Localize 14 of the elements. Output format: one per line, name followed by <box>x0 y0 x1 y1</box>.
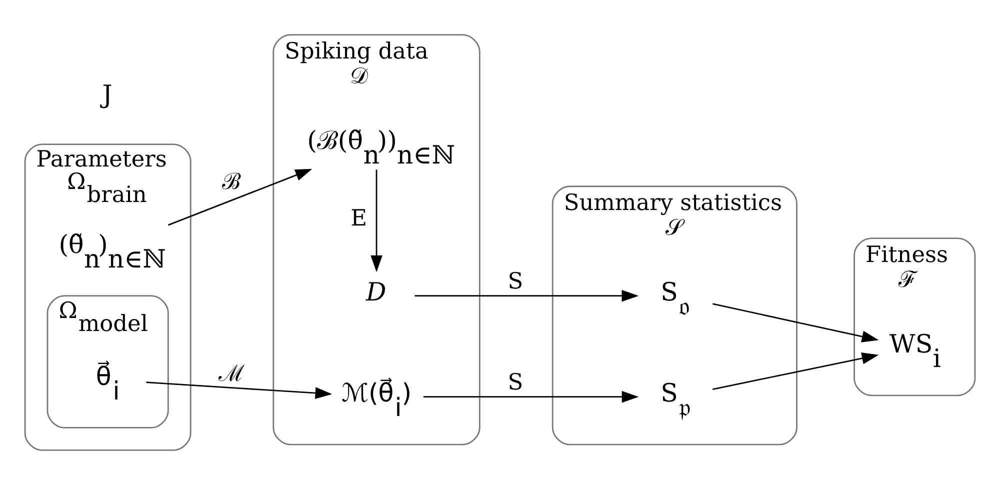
node-text: D <box>366 277 386 306</box>
edge-label: E <box>350 204 367 231</box>
arrow <box>168 168 312 226</box>
arrow <box>712 352 879 390</box>
edge-label: S <box>508 369 524 396</box>
arrow <box>146 381 332 398</box>
label: J <box>102 79 112 108</box>
edge-label: S <box>508 268 524 294</box>
arrow <box>712 302 879 342</box>
arrow <box>370 169 382 272</box>
arrow <box>423 390 639 402</box>
edge-label: ℳ <box>218 360 245 387</box>
edge-label: ℬ <box>222 168 242 194</box>
arrow <box>414 289 639 302</box>
